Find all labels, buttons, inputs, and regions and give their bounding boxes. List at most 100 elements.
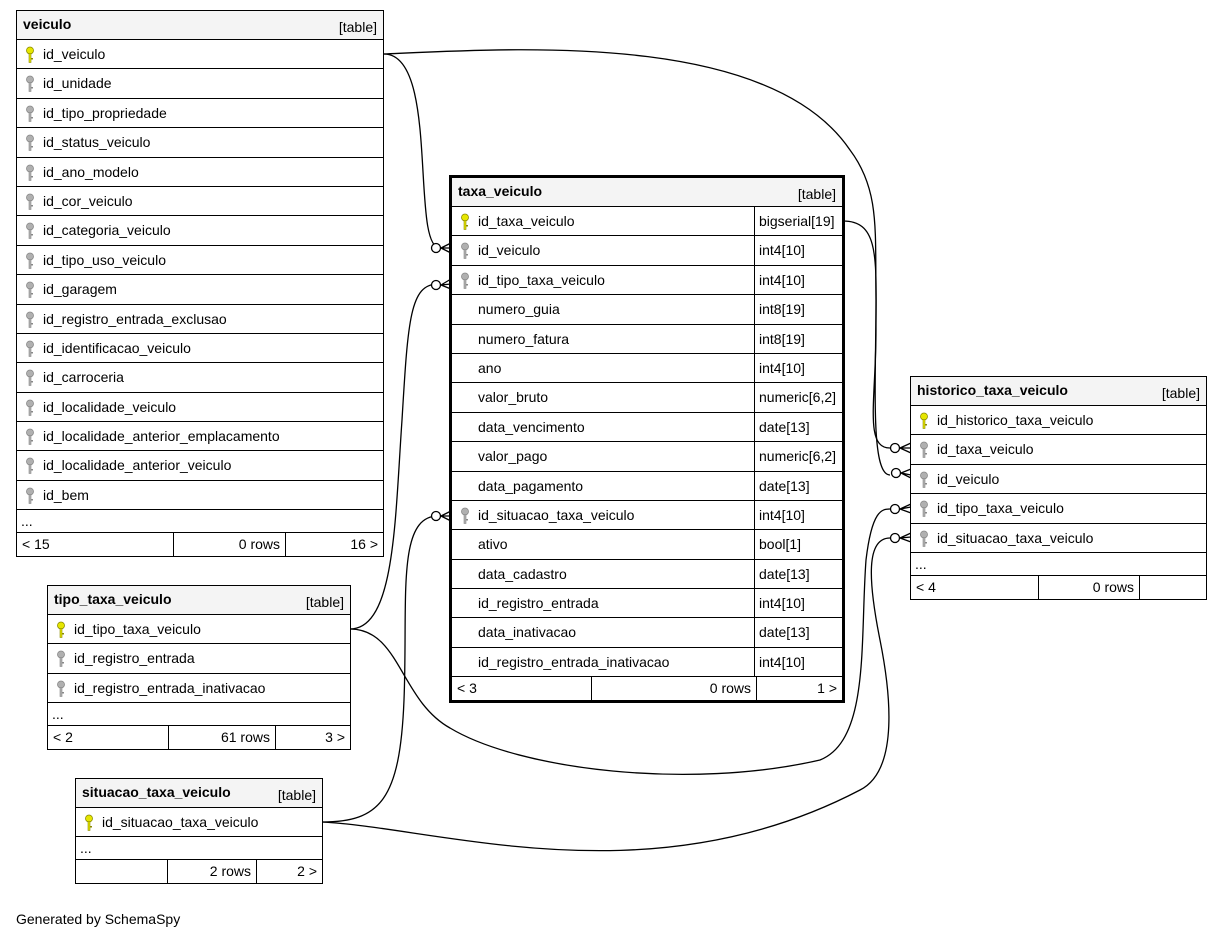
- column-row[interactable]: id_unidade: [17, 69, 383, 99]
- column-row[interactable]: id_historico_taxa_veiculo: [911, 406, 1206, 436]
- column-row[interactable]: id_cor_veiculo: [17, 187, 383, 217]
- column-type: int4[10]: [754, 647, 842, 677]
- column-row[interactable]: id_veiculo int4[10]: [452, 236, 842, 266]
- foreign-key-icon: [919, 471, 929, 489]
- column-row[interactable]: id_localidade_anterior_veiculo: [17, 451, 383, 481]
- table-historico-taxa-veiculo[interactable]: historico_taxa_veiculo [table] id_histor…: [910, 376, 1207, 600]
- column-row[interactable]: id_veiculo: [911, 465, 1206, 495]
- column-type: int8[19]: [754, 324, 842, 353]
- foreign-key-icon: [25, 164, 35, 182]
- column-row[interactable]: id_registro_entrada_exclusao: [17, 305, 383, 334]
- children-count[interactable]: 16 >: [350, 536, 378, 553]
- column-name: id_veiculo: [937, 470, 1000, 487]
- row-count: 2 rows: [168, 860, 257, 884]
- table-type: [table]: [1161, 385, 1200, 401]
- column-row[interactable]: id_registro_entrada: [48, 644, 350, 674]
- column-name: id_tipo_propriedade: [43, 104, 167, 121]
- more-columns: ...: [76, 837, 322, 861]
- column-name: id_veiculo: [43, 46, 106, 62]
- foreign-key-icon: [25, 105, 35, 123]
- table-name: tipo_taxa_veiculo: [54, 591, 172, 607]
- foreign-key-icon: [25, 281, 35, 299]
- row-count: 0 rows: [174, 533, 286, 557]
- foreign-key-icon: [56, 650, 66, 668]
- foreign-key-icon: [460, 507, 470, 525]
- column-row[interactable]: id_taxa_veiculo: [911, 435, 1206, 465]
- column-name: id_situacao_taxa_veiculo: [937, 529, 1094, 546]
- column-type: bool[1]: [754, 530, 842, 559]
- table-type: [table]: [277, 787, 316, 803]
- column-row[interactable]: id_tipo_taxa_veiculo: [48, 615, 350, 645]
- column-row[interactable]: id_categoria_veiculo: [17, 216, 383, 246]
- foreign-key-icon: [460, 242, 470, 260]
- column-row[interactable]: id_localidade_anterior_emplacamento: [17, 422, 383, 452]
- column-row[interactable]: id_tipo_taxa_veiculo: [911, 494, 1206, 524]
- foreign-key-icon: [25, 252, 35, 270]
- parents-count[interactable]: < 15: [17, 533, 174, 557]
- foreign-key-icon: [25, 340, 35, 358]
- column-row[interactable]: id_bem: [17, 481, 383, 511]
- table-name: historico_taxa_veiculo: [917, 382, 1068, 398]
- foreign-key-icon: [25, 369, 35, 387]
- column-row[interactable]: id_localidade_veiculo: [17, 393, 383, 423]
- column-name: id_tipo_taxa_veiculo: [74, 621, 201, 637]
- column-name: id_localidade_anterior_emplacamento: [43, 428, 280, 445]
- parents-count[interactable]: < 3: [452, 677, 592, 701]
- column-row[interactable]: id_identificacao_veiculo: [17, 334, 383, 364]
- table-header: situacao_taxa_veiculo [table]: [76, 779, 322, 808]
- column-row[interactable]: id_situacao_taxa_veiculo: [911, 524, 1206, 553]
- table-type: [table]: [338, 19, 377, 35]
- table-tipo-taxa-veiculo[interactable]: tipo_taxa_veiculo [table] id_tipo_taxa_v…: [47, 585, 351, 751]
- column-row[interactable]: id_veiculo: [17, 40, 383, 70]
- children-count[interactable]: [1140, 576, 1206, 599]
- column-name: id_tipo_taxa_veiculo: [478, 271, 605, 288]
- generated-by-label: Generated by SchemaSpy: [16, 911, 181, 927]
- column-name: data_pagamento: [478, 477, 584, 494]
- column-row[interactable]: id_registro_entrada_inativacao: [48, 674, 350, 704]
- column-row[interactable]: id_carroceria: [17, 363, 383, 393]
- table-footer: < 15 0 rows 16 >: [17, 533, 383, 557]
- children-count[interactable]: 1 >: [817, 680, 837, 697]
- column-row[interactable]: id_situacao_taxa_veiculo: [76, 808, 322, 838]
- column-name: id_carroceria: [43, 369, 124, 386]
- column-row[interactable]: id_status_veiculo: [17, 128, 383, 158]
- column-type: int4[10]: [754, 236, 842, 265]
- row-count: 0 rows: [1039, 575, 1140, 599]
- column-row[interactable]: id_tipo_propriedade: [17, 99, 383, 129]
- parents-count[interactable]: < 4: [911, 575, 1039, 599]
- column-name: id_status_veiculo: [43, 134, 151, 151]
- column-name: id_veiculo: [478, 242, 541, 259]
- parents-count[interactable]: [76, 860, 168, 884]
- column-name: id_registro_entrada: [74, 650, 195, 667]
- parents-count[interactable]: < 2: [48, 726, 169, 750]
- column-row[interactable]: id_ano_modelo: [17, 158, 383, 187]
- column-row[interactable]: id_tipo_uso_veiculo: [17, 246, 383, 276]
- column-name: data_vencimento: [478, 418, 585, 435]
- table-type: [table]: [305, 594, 344, 610]
- column-name: id_tipo_uso_veiculo: [43, 251, 166, 268]
- more-columns: ...: [48, 703, 350, 727]
- table-situacao-taxa-veiculo[interactable]: situacao_taxa_veiculo [table] id_situaca…: [75, 778, 323, 885]
- column-row[interactable]: id_garagem: [17, 275, 383, 305]
- children-count[interactable]: 2 >: [297, 863, 317, 880]
- children-count[interactable]: 3 >: [325, 729, 345, 746]
- column-name: id_categoria_veiculo: [43, 222, 171, 239]
- column-name: id_taxa_veiculo: [937, 441, 1034, 458]
